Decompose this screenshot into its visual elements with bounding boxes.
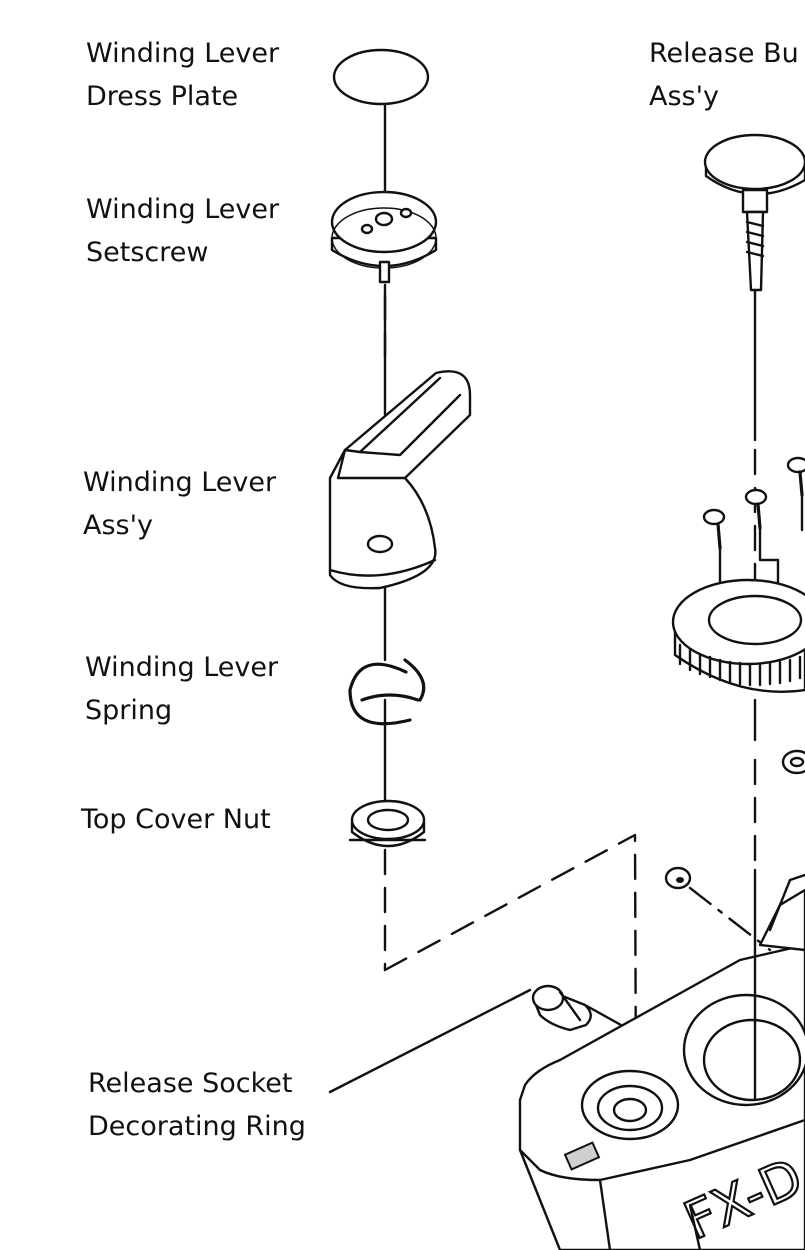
label-top-cover-nut: Top Cover Nut xyxy=(81,804,271,835)
setscrew-part xyxy=(330,190,438,284)
label-spring: Winding Lever Spring xyxy=(85,652,279,726)
top-cover-nut-part xyxy=(348,799,427,848)
label-lever-assy: Winding Lever Ass'y xyxy=(83,467,277,541)
label-dress-plate: Winding Lever Dress Plate xyxy=(86,38,280,112)
washer-part xyxy=(781,749,805,775)
camera-top-cover xyxy=(518,868,805,1250)
label-setscrew: Winding Lever Setscrew xyxy=(86,194,280,268)
dress-plate-part xyxy=(332,48,430,106)
spring-part xyxy=(348,658,426,726)
release-button-part xyxy=(703,133,805,602)
winding-lever-part xyxy=(328,370,472,590)
body-screw-part xyxy=(664,866,772,952)
release-socket-part xyxy=(531,984,592,1032)
label-release-button: Release Bu Ass'y xyxy=(649,38,799,112)
knurled-ring-part xyxy=(671,578,805,872)
label-socket-ring: Release Socket Decorating Ring xyxy=(88,1068,306,1142)
